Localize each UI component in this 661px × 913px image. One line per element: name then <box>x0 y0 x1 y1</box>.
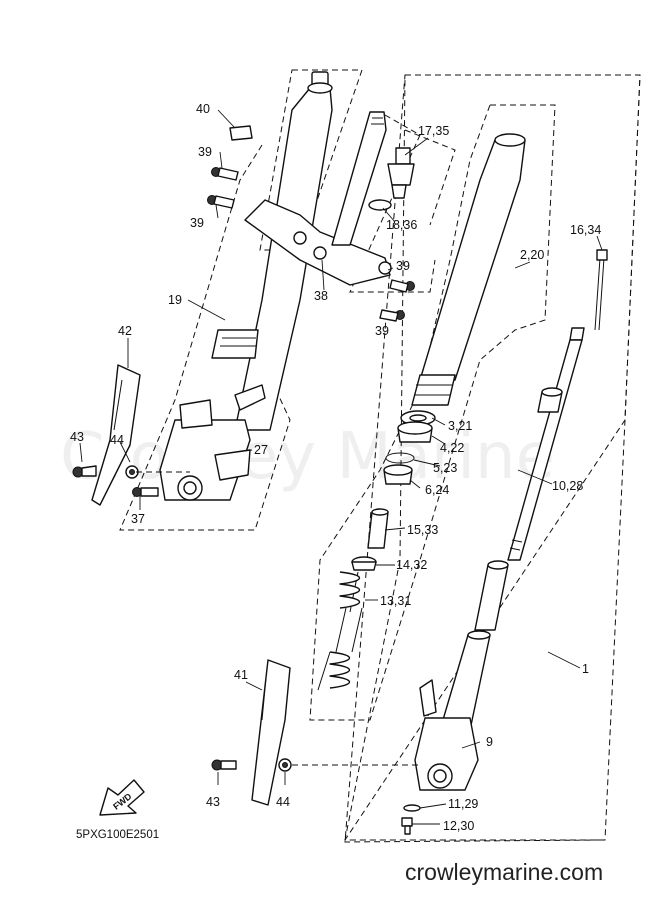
damper-rod-10 <box>507 249 608 561</box>
group-outline-steering <box>349 114 436 293</box>
bolt-12 <box>401 817 413 835</box>
part-label: 14,32 <box>396 558 427 572</box>
part-label: 37 <box>131 512 145 526</box>
part-label: 38 <box>314 289 328 303</box>
part-label: 43 <box>206 795 220 809</box>
bolt-39-b <box>207 195 235 209</box>
part-label: 19 <box>168 293 182 307</box>
steering-clamp <box>244 199 392 286</box>
part-label: 9 <box>486 735 493 749</box>
part-label: 44 <box>276 795 290 809</box>
part-label: 12,30 <box>443 819 474 833</box>
leader-lines <box>79 109 603 825</box>
part-label: 4,22 <box>440 441 464 455</box>
bolt-39-c <box>389 279 415 293</box>
bolt-43-left <box>72 465 97 478</box>
part-label: 15,33 <box>407 523 438 537</box>
part-label: 27 <box>254 443 268 457</box>
steering-stem <box>331 111 387 246</box>
part-label: 39 <box>198 145 212 159</box>
bolt-39-a <box>211 167 239 181</box>
watermark-text: Crowley Marine <box>60 420 555 494</box>
bolt-39-d <box>379 309 405 322</box>
group-outline-adjuster <box>404 129 456 226</box>
clip-5 <box>385 452 415 464</box>
part-label: 11,29 <box>448 797 478 811</box>
o-ring-18 <box>368 199 392 211</box>
part-label: 13,31 <box>380 594 411 608</box>
part-label: 39 <box>396 259 410 273</box>
part-label: 39 <box>190 216 204 230</box>
forward-arrow-icon <box>99 779 145 816</box>
part-label: 39 <box>375 324 389 338</box>
bolt-43-right <box>211 759 237 771</box>
damper-cylinder <box>474 564 509 631</box>
seat-14-body <box>351 561 377 571</box>
outer-tube-right <box>414 630 491 791</box>
damper-cylinder-top <box>487 560 509 570</box>
dust-seal-4-top <box>397 421 433 435</box>
part-label: 41 <box>234 668 248 682</box>
fork-bottom-left <box>159 384 266 501</box>
label-plate-40 <box>229 125 253 141</box>
part-label: 10,28 <box>552 479 583 493</box>
part-label: 2,20 <box>520 248 544 262</box>
group-outline-inner-parts <box>309 104 556 721</box>
outer-tube-left <box>211 71 333 431</box>
fork-guard-left <box>91 364 141 506</box>
fork-guard-right <box>251 659 291 806</box>
part-label: 43 <box>70 430 84 444</box>
part-label: 17,35 <box>418 124 449 138</box>
part-label: 5,23 <box>433 461 457 475</box>
bolt-37 <box>132 487 159 497</box>
adjuster-17 <box>387 147 415 199</box>
part-label: 3,21 <box>448 419 472 433</box>
part-label: 42 <box>118 324 132 338</box>
part-label: 16,34 <box>570 223 601 237</box>
part-label: 1 <box>582 662 589 676</box>
washer-44-right <box>278 758 292 772</box>
part-label: 40 <box>196 102 210 116</box>
washer-11 <box>403 804 421 812</box>
bushing-6-top <box>383 464 413 476</box>
part-label: 44 <box>110 433 124 447</box>
website-footer: crowleymarine.com <box>405 859 603 885</box>
part-label: 6,24 <box>425 483 449 497</box>
group-outline-right-leg <box>344 74 641 841</box>
inner-tube-right <box>411 133 526 406</box>
oil-seal-3-inner <box>409 414 427 422</box>
part-label: 18,36 <box>386 218 417 232</box>
spring-13 <box>317 571 363 691</box>
diagram-code: 5PXG100E2501 <box>76 829 159 841</box>
spacer-15-top <box>371 508 389 516</box>
